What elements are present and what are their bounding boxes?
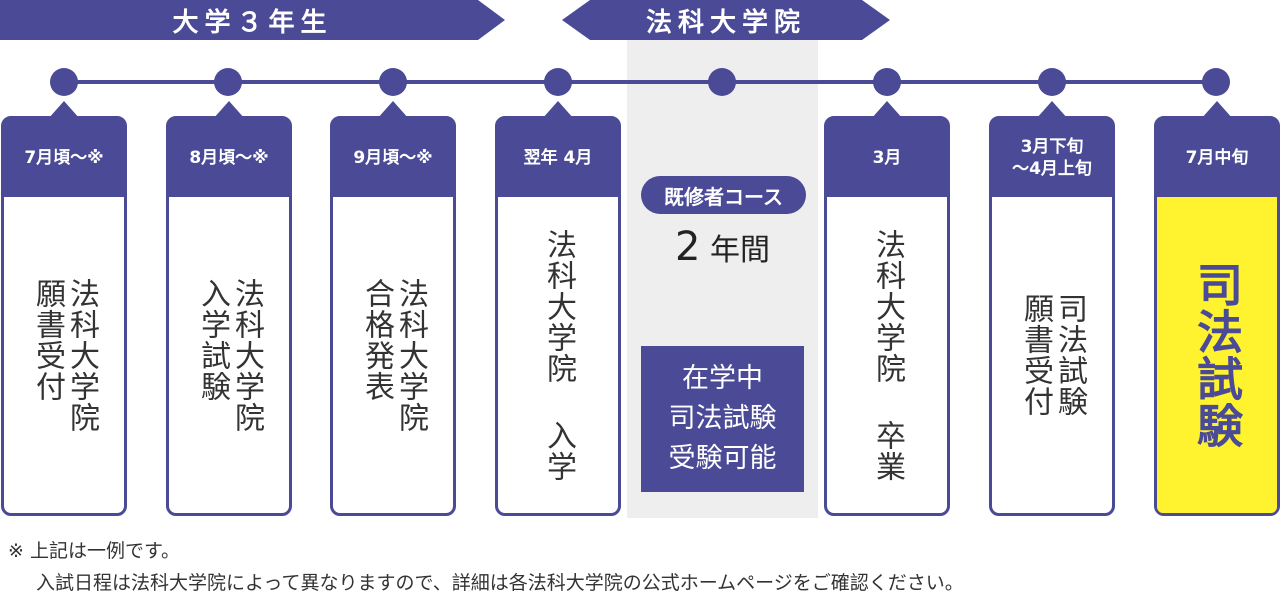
in-school-exam-box: 在学中 司法試験 受験可能 bbox=[641, 346, 804, 492]
card-pointer bbox=[542, 101, 574, 119]
timeline-dot-4 bbox=[544, 68, 572, 96]
info-line: 司法試験 bbox=[668, 403, 777, 434]
card-pointer bbox=[1201, 101, 1233, 119]
course-duration-unit: 年間 bbox=[710, 233, 770, 268]
course-duration-number: 2 bbox=[675, 224, 701, 270]
step-label: 法科大学院 入学 bbox=[541, 228, 576, 482]
step-date: 9月頃〜※ bbox=[333, 119, 453, 197]
banner-undergrad-label: 大学３年生 bbox=[172, 7, 333, 38]
banner-undergrad-year3: 大学３年生 bbox=[0, 0, 505, 40]
step-label: 司法試験 願書受付 bbox=[1018, 293, 1087, 417]
step-date: 8月頃〜※ bbox=[169, 119, 289, 197]
timeline-dot-5 bbox=[708, 68, 736, 96]
timeline-dot-8 bbox=[1202, 68, 1230, 96]
card-pointer bbox=[871, 101, 903, 119]
step-card-entrance-exam: 8月頃〜※ 法科大学院 入学試験 bbox=[166, 101, 292, 516]
step-date: 翌年 4月 bbox=[498, 119, 618, 197]
course-badge: 既修者コース bbox=[641, 176, 806, 214]
timeline-dot-7 bbox=[1038, 68, 1066, 96]
info-line: 在学中 bbox=[682, 363, 763, 394]
timeline-dot-1 bbox=[50, 68, 78, 96]
card-pointer bbox=[48, 101, 80, 119]
timeline-dot-6 bbox=[873, 68, 901, 96]
step-card-enrollment: 翌年 4月 法科大学院 入学 bbox=[495, 101, 621, 516]
step-label-highlight: 司法試験 bbox=[1190, 261, 1244, 449]
step-label: 法科大学院 願書受付 bbox=[30, 277, 99, 433]
step-date: 3月 bbox=[827, 119, 947, 197]
step-date: 7月中旬 bbox=[1157, 119, 1277, 197]
footnote-1: ※ 上記は一例です。 bbox=[8, 540, 181, 562]
course-duration: 2 年間 bbox=[627, 224, 818, 270]
card-pointer bbox=[377, 101, 409, 119]
footnote-2: 入試日程は法科大学院によって異なりますので、詳細は各法科大学院の公式ホームページ… bbox=[36, 572, 964, 594]
step-card-application-law-school: 7月頃〜※ 法科大学院 願書受付 bbox=[1, 101, 127, 516]
banner-law-school-label: 法科大学院 bbox=[645, 7, 806, 38]
step-date: 7月頃〜※ bbox=[4, 119, 124, 197]
timeline-dot-2 bbox=[214, 68, 242, 96]
card-pointer bbox=[213, 101, 245, 119]
step-card-bar-exam-application: 3月下旬 〜4月上旬 司法試験 願書受付 bbox=[989, 101, 1115, 516]
timeline-dot-3 bbox=[379, 68, 407, 96]
step-card-graduation: 3月 法科大学院 卒業 bbox=[824, 101, 950, 516]
step-date: 3月下旬 〜4月上旬 bbox=[992, 119, 1112, 197]
step-label: 法科大学院 卒業 bbox=[870, 228, 905, 482]
banner-law-school: 法科大学院 bbox=[562, 0, 890, 40]
step-label: 法科大学院 合格発表 bbox=[359, 277, 428, 433]
step-card-results: 9月頃〜※ 法科大学院 合格発表 bbox=[330, 101, 456, 516]
info-line: 受験可能 bbox=[668, 443, 777, 474]
step-card-bar-exam: 7月中旬 司法試験 bbox=[1154, 101, 1280, 516]
step-label: 法科大学院 入学試験 bbox=[195, 277, 264, 433]
timeline-line bbox=[62, 80, 1217, 84]
card-pointer bbox=[1036, 101, 1068, 119]
